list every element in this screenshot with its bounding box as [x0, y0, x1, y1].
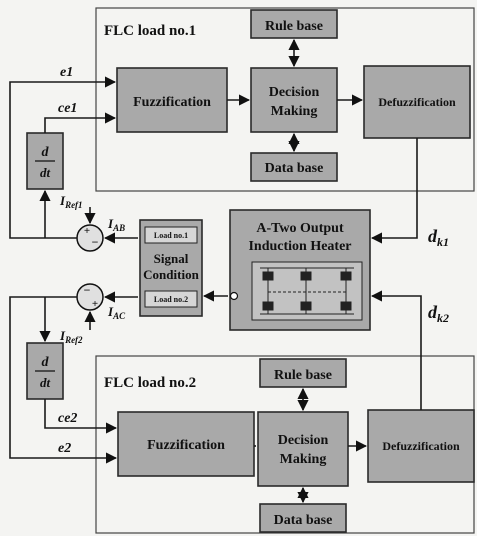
load1-slot: [144, 226, 198, 244]
defuzzification-2: [367, 409, 475, 483]
fuzzification-2-label: Fuzzification: [147, 438, 225, 453]
load1-label: Load no.1: [154, 231, 188, 240]
decision-making-1: [250, 67, 338, 133]
fuzzification-1: [116, 67, 228, 133]
derivative-1-den: dt: [40, 165, 51, 180]
fuzzification-2: [117, 411, 255, 477]
label-i-ref1: IRef1: [59, 193, 83, 210]
data-base-2: [259, 503, 347, 533]
derivative-2-den: dt: [40, 375, 51, 390]
label-dk1: dk1: [428, 226, 449, 249]
flc2-title: FLC load no.2: [104, 375, 196, 391]
heater-line2: Induction Heater: [248, 239, 351, 254]
label-i-ref2: IRef2: [59, 328, 83, 345]
rule-base-2: [259, 358, 347, 388]
decision-1-line2: Making: [271, 104, 318, 119]
load2-slot: [144, 290, 198, 308]
load2-label: Load no.2: [154, 295, 188, 304]
label-i-ac: IAC: [107, 304, 126, 321]
defuzzification-1-label: Defuzzification: [378, 95, 456, 109]
label-ce2: ce2: [58, 411, 77, 426]
label-e2: e2: [58, 441, 71, 456]
derivative-2-num: d: [42, 355, 50, 370]
fuzzification-1-label: Fuzzification: [133, 95, 211, 110]
defuzzification-2-label: Defuzzification: [382, 439, 460, 453]
flc1-title: FLC load no.1: [104, 23, 196, 39]
rule-base-2-label: Rule base: [274, 368, 332, 383]
heater-line1: A-Two Output: [256, 221, 344, 236]
decision-2-line1: Decision: [278, 433, 329, 448]
signal-line2: Condition: [143, 267, 199, 282]
derivative-1-num: d: [42, 145, 50, 160]
sum1-minus: −: [92, 235, 99, 249]
sum1-plus: +: [84, 225, 90, 237]
label-dk2: dk2: [428, 302, 449, 325]
data-base-2-label: Data base: [274, 513, 333, 528]
inverter-schematic: [251, 261, 363, 321]
label-i-ab: IAB: [107, 216, 125, 233]
defuzzification-1: [363, 65, 471, 139]
rule-base-1: [250, 9, 338, 39]
flc1-frame: [95, 7, 475, 192]
decision-making-2: [257, 411, 349, 487]
sum2-minus: −: [84, 283, 91, 297]
rule-base-1-label: Rule base: [265, 19, 323, 34]
decision-2-line2: Making: [280, 452, 327, 467]
label-e1: e1: [60, 65, 73, 80]
sum2-plus: +: [92, 298, 98, 310]
data-base-1-label: Data base: [265, 161, 324, 176]
signal-line1: Signal: [154, 251, 189, 266]
decision-1-line1: Decision: [269, 85, 320, 100]
label-ce1: ce1: [58, 101, 77, 116]
wires: [9, 38, 422, 504]
data-base-1: [250, 152, 338, 182]
